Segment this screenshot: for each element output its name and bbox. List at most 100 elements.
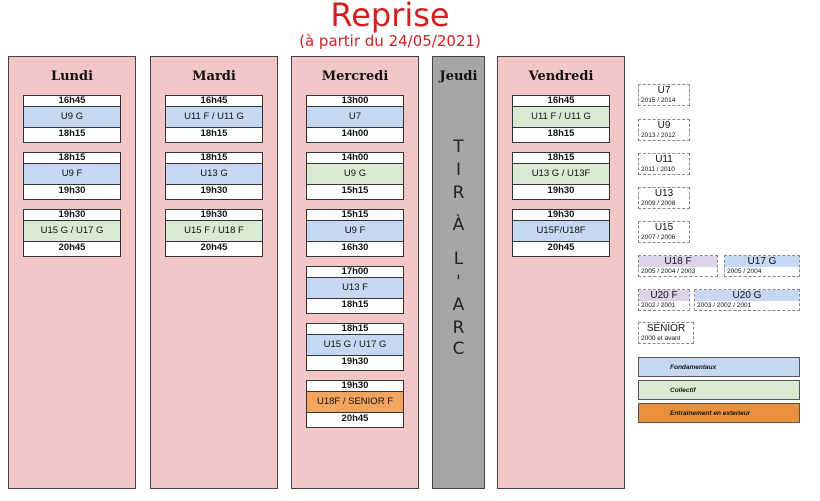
slot-group: U9 G xyxy=(307,163,403,185)
category-years: 2000 et avant xyxy=(641,335,681,342)
slot-start-time: 18h15 xyxy=(58,152,86,163)
category-name: SÉNIOR xyxy=(646,323,686,334)
vertical-letter: I xyxy=(455,160,461,180)
slot-group: U9 G xyxy=(24,106,120,128)
category-name: U15 xyxy=(654,222,674,233)
category-name: U17 G xyxy=(725,256,799,267)
slot-group: U15 F / U18 F xyxy=(166,220,262,242)
category-name: U20 G xyxy=(695,290,799,301)
slot-group: U13 G / U13F xyxy=(513,163,609,185)
slot-end-time: 19h30 xyxy=(200,185,228,196)
category-name: U13 xyxy=(654,188,674,199)
slot-group: U9 F xyxy=(24,163,120,185)
slot-end-time: 20h45 xyxy=(200,242,228,253)
slot-start-time: 15h15 xyxy=(341,209,369,220)
slot-group: U11 F / U11 G xyxy=(513,106,609,128)
slot-start-time: 17h00 xyxy=(341,266,369,277)
vertical-letter: T xyxy=(453,137,464,157)
category-name: U9 xyxy=(657,120,671,131)
vertical-letter: C xyxy=(452,339,465,359)
slot-group: U13 F xyxy=(307,277,403,299)
slot-start-time: 13h00 xyxy=(341,95,369,106)
slot-end-time: 20h45 xyxy=(547,242,575,253)
vertical-letter: L xyxy=(453,249,464,269)
slot-end-time: 18h15 xyxy=(547,128,575,139)
category-name: U11 xyxy=(655,154,673,165)
day-header: Vendredi xyxy=(528,69,594,84)
slot-end-time: 15h15 xyxy=(341,185,369,196)
slot-start-time: 19h30 xyxy=(58,209,86,220)
slot-start-time: 18h15 xyxy=(341,323,369,334)
slot-group: U18F / SENIOR F xyxy=(307,391,403,413)
slot-end-time: 20h45 xyxy=(58,242,86,253)
slot-end-time: 18h15 xyxy=(341,299,369,310)
page-subtitle: (à partir du 24/05/2021) xyxy=(299,32,481,50)
slot-end-time: 16h30 xyxy=(341,242,369,253)
category-years: 2002 / 2001 xyxy=(641,302,676,309)
day-header: Mercredi xyxy=(321,69,389,84)
slot-group: U11 F / U11 G xyxy=(166,106,262,128)
legend-swatch xyxy=(638,403,800,423)
day-header: Mardi xyxy=(192,69,236,84)
legend-label: Entrainement en exterieur xyxy=(670,410,751,417)
category-years: 2007 / 2006 xyxy=(641,234,676,241)
category-name: U7 xyxy=(657,85,671,96)
page-title: Reprise xyxy=(330,0,450,34)
slot-group: U9 F xyxy=(307,220,403,242)
category-name: U20 F xyxy=(639,290,689,301)
category-years: 2013 / 2012 xyxy=(641,132,676,139)
legend-label: Fondamentaux xyxy=(670,364,717,371)
category-years: 2015 / 2014 xyxy=(641,97,676,104)
category-years: 2005 / 2004 xyxy=(727,268,762,275)
vertical-letter: R xyxy=(452,318,465,338)
day-header: Jeudi xyxy=(439,69,478,84)
slot-end-time: 14h00 xyxy=(341,128,369,139)
category-name: U18 F xyxy=(639,256,717,267)
slot-start-time: 19h30 xyxy=(200,209,228,220)
vertical-letter: R xyxy=(452,183,465,203)
vertical-letter: A xyxy=(452,295,465,315)
legend-label: Collectif xyxy=(670,387,696,394)
vertical-letter: ' xyxy=(456,272,461,292)
slot-end-time: 19h30 xyxy=(547,185,575,196)
category-years: 2005 / 2004 / 2003 xyxy=(641,268,696,275)
slot-start-time: 18h15 xyxy=(547,152,575,163)
day-header: Lundi xyxy=(50,69,94,84)
category-years: 2009 / 2008 xyxy=(641,200,676,207)
slot-group: U13 G xyxy=(166,163,262,185)
slot-start-time: 16h45 xyxy=(547,95,575,106)
slot-end-time: 20h45 xyxy=(341,413,369,424)
category-years: 2011 / 2010 xyxy=(641,166,675,173)
slot-group: U15 G / U17 G xyxy=(307,334,403,356)
slot-end-time: 18h15 xyxy=(58,128,86,139)
slot-start-time: 14h00 xyxy=(341,152,369,163)
slot-group: U7 xyxy=(307,106,403,128)
slot-start-time: 18h15 xyxy=(200,152,228,163)
category-years: 2003 / 2002 / 2001 xyxy=(697,302,752,309)
